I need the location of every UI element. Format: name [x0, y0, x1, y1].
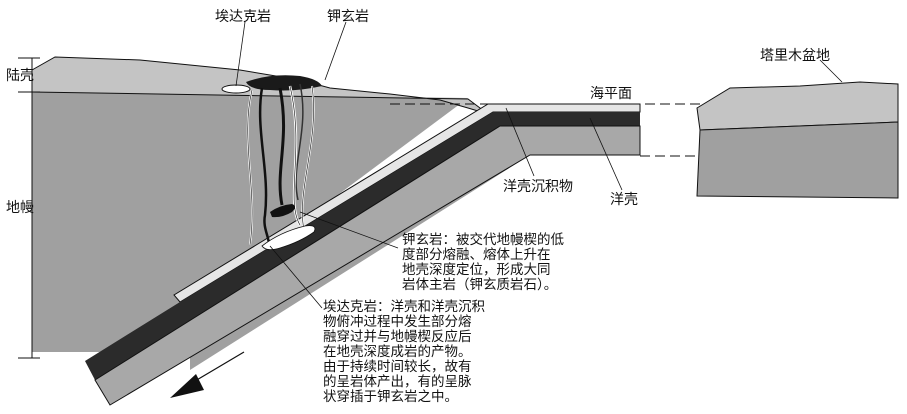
subduction-arrow-head	[170, 374, 204, 398]
oceanic-crust-label: 洋壳	[610, 192, 638, 208]
note-line: 在地壳深度成岩的产物。	[323, 345, 485, 360]
sea-level-label: 海平面	[590, 86, 632, 102]
oceanic-sediment-label: 洋壳沉积物	[503, 179, 573, 195]
adakite-note: 埃达克岩：洋壳和洋壳沉积 物俯冲过程中发生部分熔 融穿过并与地幔楔反应后 在地壳…	[323, 300, 485, 405]
shoshonite-label: 钾玄岩	[327, 9, 369, 25]
note-line: 度部分熔融、熔体上升在	[402, 248, 564, 263]
note-line: 埃达克岩：洋壳和洋壳沉积	[323, 300, 485, 315]
tarim-lower-crust	[697, 122, 898, 198]
note-line: 地壳深度定位，形成大同	[402, 263, 564, 278]
note-line: 的呈岩体产出，有的呈脉	[323, 375, 485, 390]
note-line: 由于持续时间较长，故有	[323, 360, 485, 375]
mantle-label: 地幔	[6, 200, 34, 216]
shoshonite-note: 钾玄岩：被交代地幔楔的低 度部分熔融、熔体上升在 地壳深度定位，形成大同 岩体主…	[402, 233, 564, 293]
shoshonite-leader	[325, 22, 346, 80]
note-line: 钾玄岩：被交代地幔楔的低	[402, 233, 564, 248]
note-line: 物俯冲过程中发生部分熔	[323, 315, 485, 330]
note-line: 融穿过并与地幔楔反应后	[323, 330, 485, 345]
adakite-body	[222, 85, 250, 93]
note-line: 岩体主岩（钾玄质岩石）。	[402, 278, 564, 293]
adakite-label: 埃达克岩	[215, 9, 271, 25]
tarim-basin-label: 塔里木盆地	[760, 48, 830, 64]
note-line: 状穿插于钾玄岩之中。	[323, 390, 485, 405]
continental-crust-label: 陆壳	[6, 68, 34, 84]
